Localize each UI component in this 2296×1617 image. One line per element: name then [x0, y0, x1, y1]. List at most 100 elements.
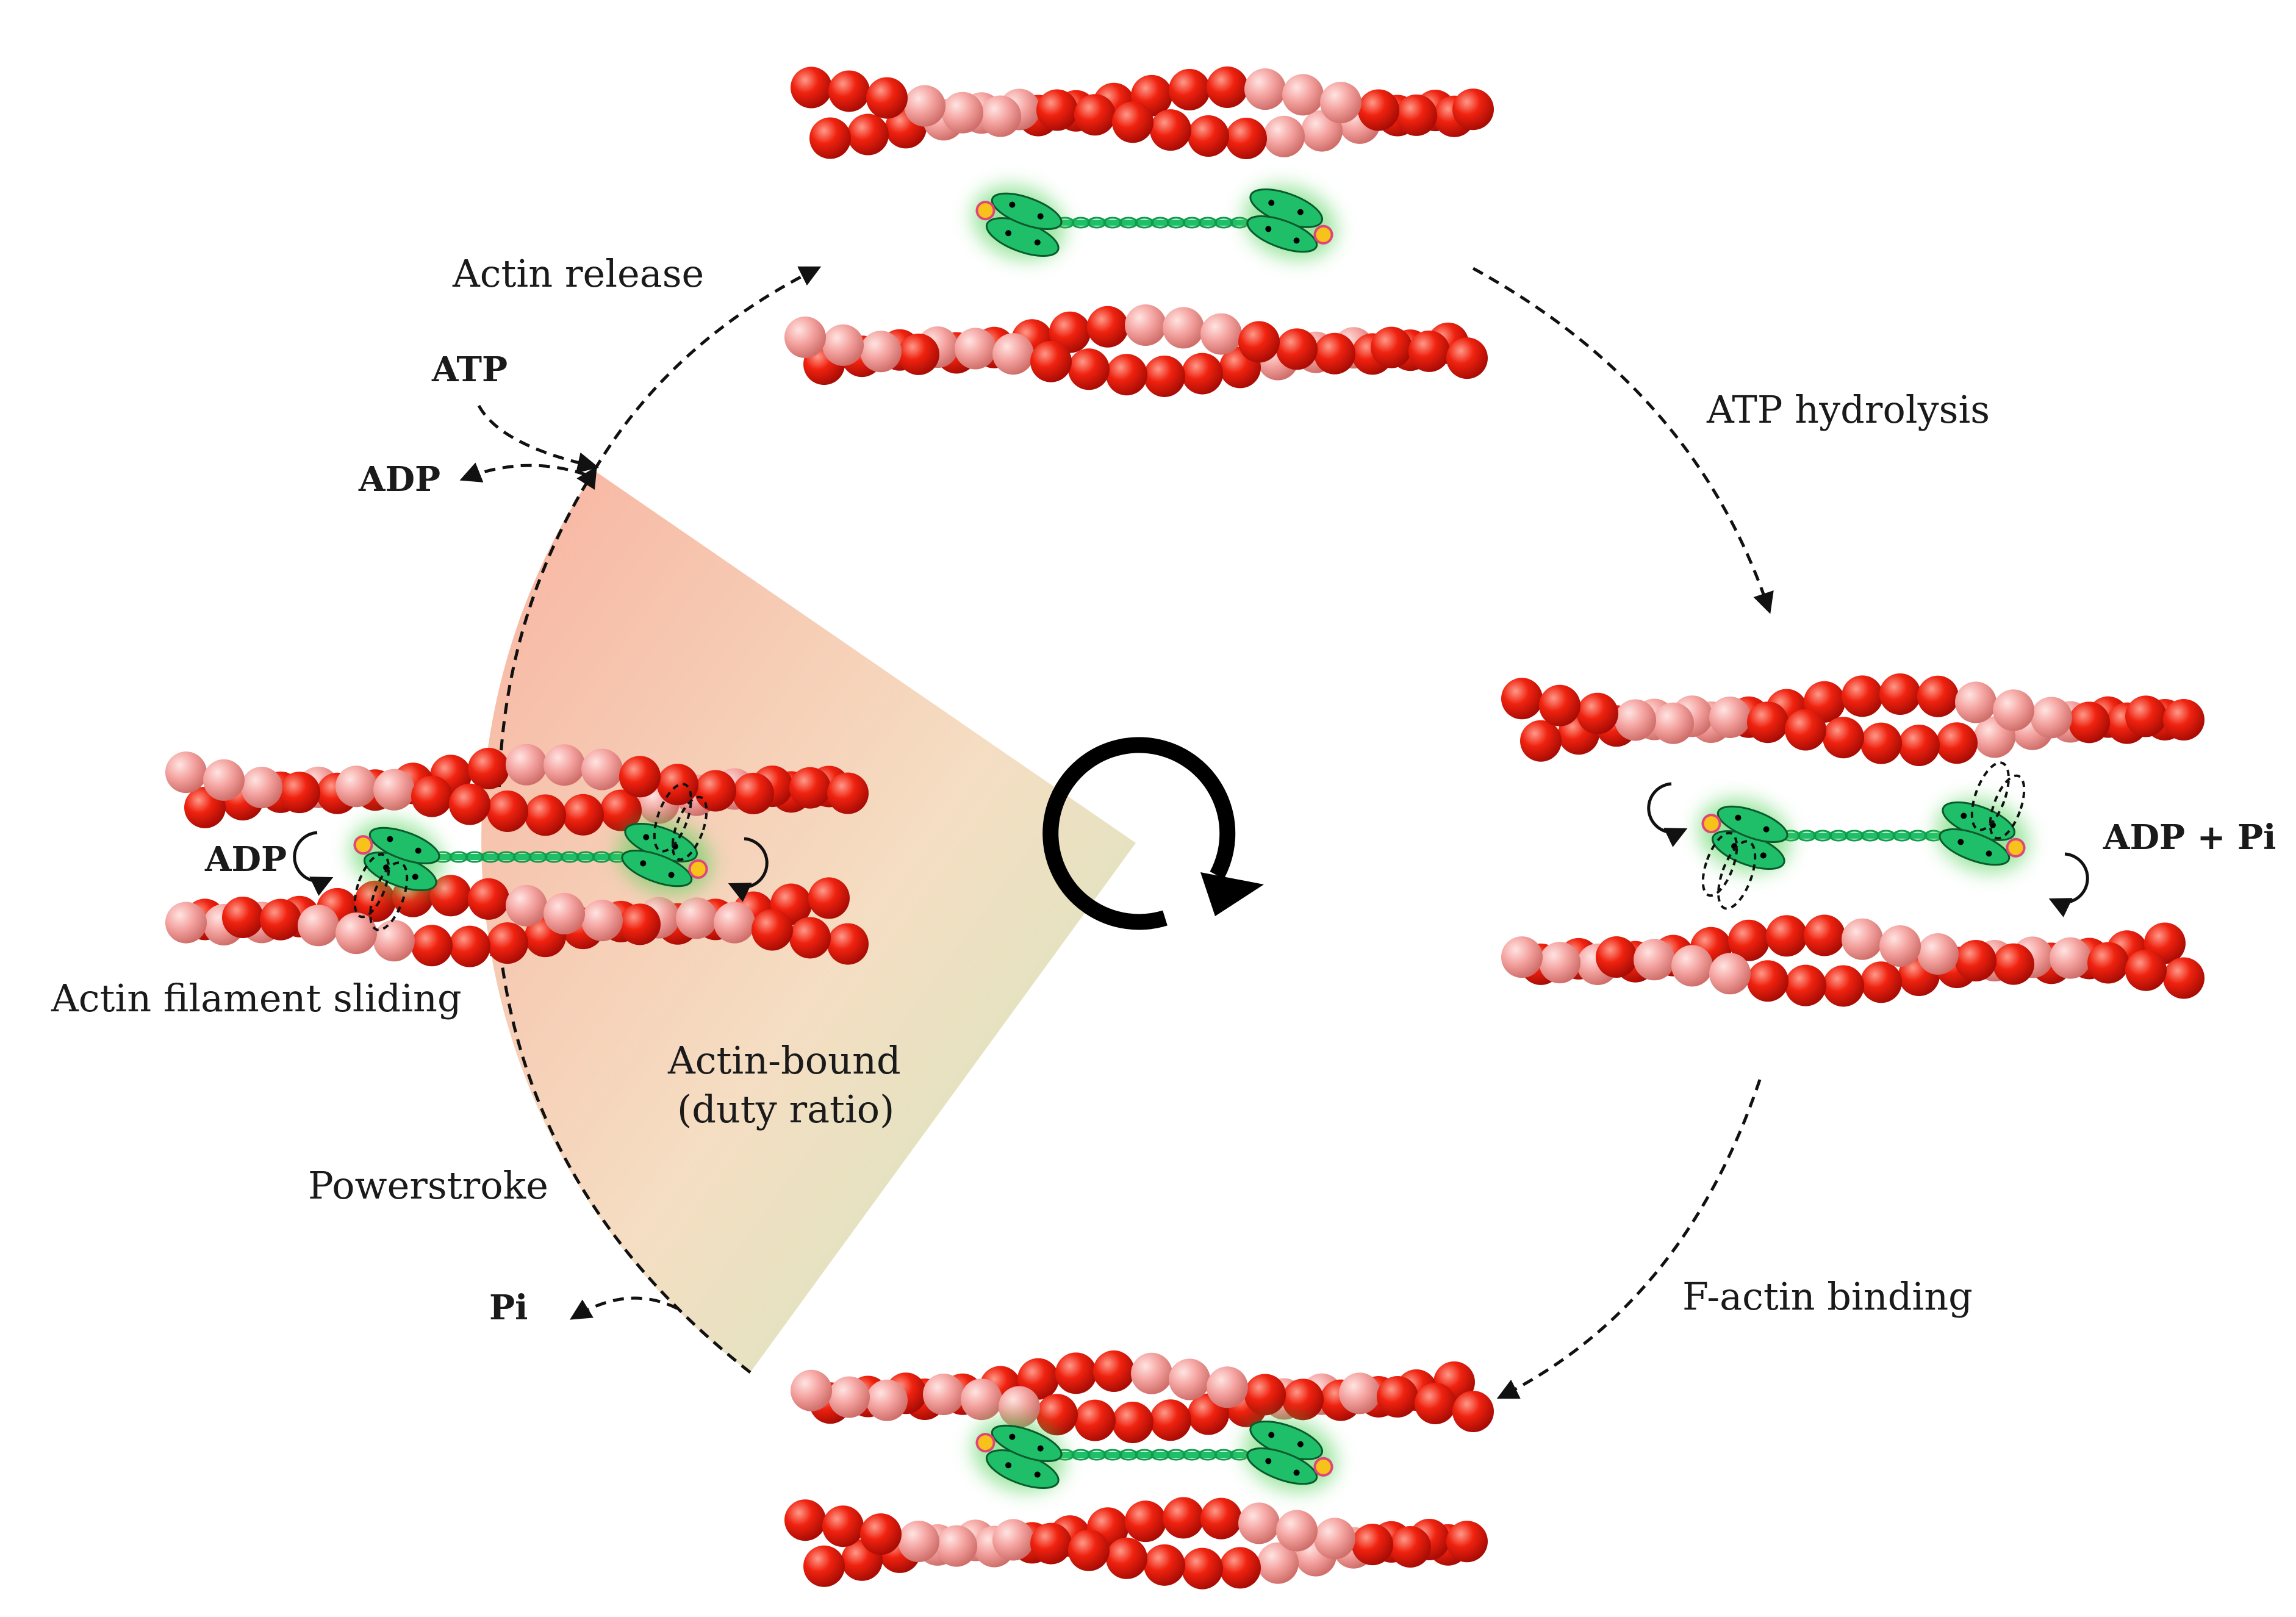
label-atp: ATP [431, 350, 508, 390]
actin-monomer [1804, 914, 1845, 956]
myosin-head [1244, 1418, 1336, 1492]
actin-monomer [791, 66, 832, 109]
actin-monomer [487, 791, 528, 833]
bottom-upper-filament [791, 1350, 1494, 1443]
actin-monomer [1314, 332, 1355, 375]
actin-monomer [165, 902, 207, 944]
actin-monomer [1377, 1376, 1418, 1418]
left-upper-filament [165, 744, 869, 836]
actin-monomer [1125, 1500, 1166, 1543]
actin-monomer [1200, 313, 1242, 355]
actin-monomer [1150, 1399, 1191, 1441]
actin-monomer [1225, 117, 1267, 159]
actin-monomer [411, 775, 453, 817]
actin-monomer [1106, 354, 1147, 396]
myosin-head [1244, 185, 1336, 260]
actin-monomer [789, 917, 831, 959]
actin-monomer [1539, 942, 1580, 984]
actin-monomer [1314, 1518, 1355, 1560]
actin-monomer [784, 1499, 826, 1541]
actin-monomer [1282, 1379, 1324, 1421]
top-upper-filament [791, 66, 1494, 159]
actin-monomer [827, 923, 869, 965]
actin-monomer [1785, 964, 1826, 1006]
myosin-head [1698, 798, 1791, 910]
label-atp-hydrolysis: ATP hydrolysis [1706, 387, 1990, 432]
actin-monomer [752, 909, 793, 951]
actin-monomer [860, 331, 902, 373]
actin-monomer [260, 898, 301, 941]
actin-monomer [581, 900, 623, 942]
actin-monomer [784, 316, 826, 358]
actin-monomer [803, 1545, 845, 1587]
actin-monomer [279, 772, 320, 814]
myosin-head [1936, 761, 2029, 873]
label-actin-filament-sliding: Actin filament sliding [51, 976, 462, 1020]
actin-monomer [1577, 692, 1618, 734]
actin-monomer [1446, 337, 1488, 379]
actin-monomer [581, 748, 623, 791]
actin-monomer [1182, 1547, 1223, 1590]
actin-monomer [2068, 701, 2110, 744]
atp-binding-arrow [477, 404, 599, 473]
actin-monomer [714, 902, 755, 944]
actin-monomer [298, 905, 339, 947]
actin-monomer [1207, 1366, 1248, 1408]
actin-monomer [828, 70, 870, 112]
actin-monomer [222, 897, 264, 939]
label-f-actin-binding: F-actin binding [1682, 1274, 1973, 1319]
actin-monomer [898, 333, 939, 375]
actin-monomer [1030, 1522, 1072, 1565]
actin-monomer [544, 892, 585, 934]
actin-monomer [1652, 702, 1694, 744]
actin-monomer [1150, 109, 1191, 151]
myosin-head [972, 1418, 1065, 1492]
actin-monomer [1257, 1542, 1299, 1584]
actin-monomer [1036, 1394, 1078, 1436]
actin-monomer [1371, 326, 1412, 368]
actin-monomer [1238, 321, 1280, 363]
actin-monomer [695, 770, 736, 812]
actin-monomer [2031, 697, 2072, 739]
actin-monomer [619, 903, 661, 945]
actin-monomer [1049, 311, 1091, 353]
label-powerstroke: Powerstroke [308, 1163, 548, 1208]
actin-monomer [898, 1521, 939, 1563]
actin-monomer [1106, 1537, 1147, 1579]
actin-monomer [165, 751, 207, 794]
label-pi: Pi [489, 1288, 528, 1328]
actin-monomer [936, 1525, 977, 1567]
right-rotation-arrow-right [2048, 852, 2089, 917]
actin-monomer [1860, 722, 1902, 764]
actin-monomer [1112, 1401, 1153, 1443]
actin-monomer [1276, 328, 1318, 370]
actin-monomer [1074, 94, 1116, 136]
actin-monomer [1169, 1358, 1210, 1400]
actin-monomer [822, 324, 864, 366]
left-rotation-arrow-left [293, 831, 334, 896]
actin-monomer [1501, 936, 1543, 978]
actin-monomer [1747, 701, 1788, 744]
actin-monomer [2125, 949, 2167, 991]
actin-monomer [676, 897, 717, 939]
actin-monomer [828, 1376, 870, 1418]
actin-monomer [2163, 699, 2205, 741]
actin-monomer [1520, 720, 1562, 762]
actin-monomer [1068, 1529, 1110, 1571]
pi-release-arrow [570, 1296, 678, 1320]
actin-monomer [1112, 101, 1153, 143]
actin-monomer [449, 925, 490, 967]
myosin-tail [1765, 830, 1959, 842]
actin-monomer [600, 789, 642, 831]
actin-monomer [822, 1505, 864, 1547]
actin-monomer [808, 877, 850, 919]
actin-monomer [1993, 943, 2034, 985]
actin-monomer [1093, 1350, 1135, 1393]
actin-monomer [1163, 307, 1204, 349]
actin-monomer [506, 884, 547, 927]
label-adp-bound: ADP [204, 839, 287, 880]
myosin-dimers [293, 185, 2089, 1492]
actin-monomer [1390, 1526, 1431, 1568]
actin-monomer [1709, 953, 1751, 995]
label-duty-ratio: (duty ratio) [677, 1087, 894, 1131]
